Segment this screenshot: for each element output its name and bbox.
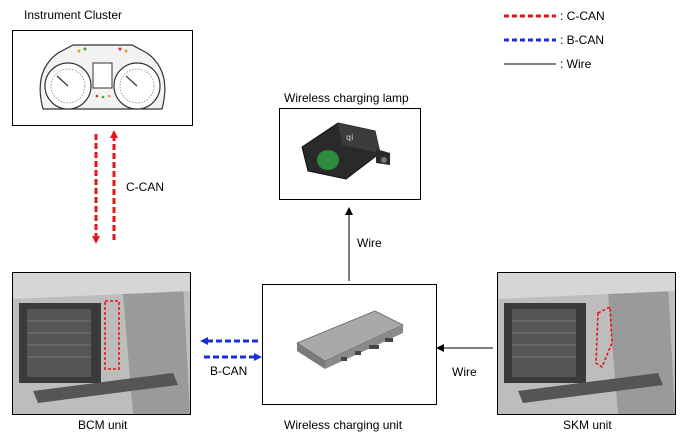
legend-b-can-label: : B-CAN <box>560 33 605 47</box>
lamp-illustration: qi <box>301 122 390 180</box>
legend-c-can-label: : C-CAN <box>560 9 605 23</box>
b-can-label: B-CAN <box>210 364 248 378</box>
svg-text:qi: qi <box>346 133 353 142</box>
instrument-cluster-image <box>12 30 193 126</box>
wireless-charging-lamp-image: qi <box>279 108 421 200</box>
wireless-charging-unit-image <box>262 284 437 405</box>
skm-unit-image <box>497 272 676 415</box>
cluster-illustration <box>39 44 166 110</box>
bcm-unit-image <box>12 272 191 415</box>
wire-skm-label: Wire <box>452 365 477 379</box>
skm-label: SKM unit <box>563 418 612 432</box>
legend-wire-label: : Wire <box>560 57 592 71</box>
wcu-label: Wireless charging unit <box>284 418 403 432</box>
lamp-label: Wireless charging lamp <box>284 91 409 105</box>
cluster-label: Instrument Cluster <box>24 8 123 22</box>
wire-lamp-label: Wire <box>357 236 382 250</box>
bcm-label: BCM unit <box>78 418 128 432</box>
wcu-illustration <box>296 310 404 369</box>
c-can-label: C-CAN <box>126 180 164 194</box>
skm-illustration <box>498 273 675 414</box>
bcm-illustration <box>13 273 190 414</box>
